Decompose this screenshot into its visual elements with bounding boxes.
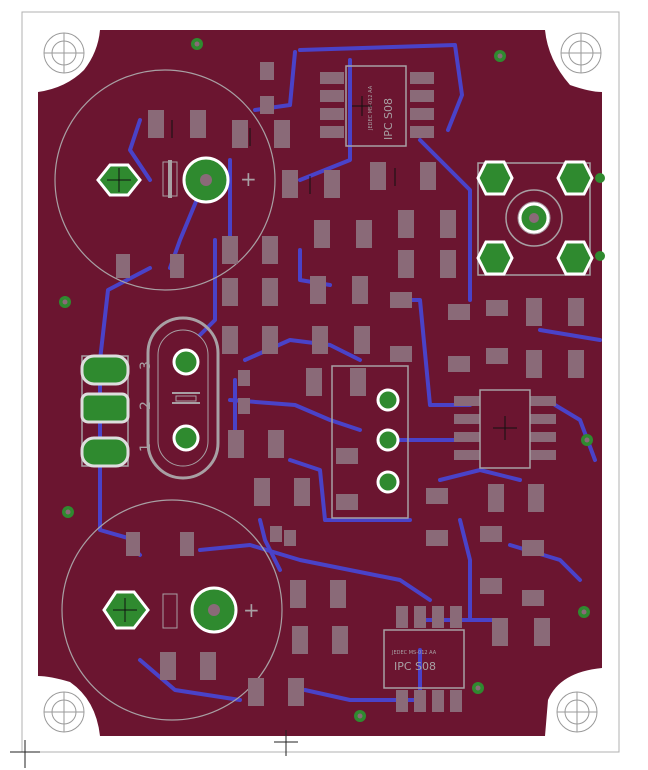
ic-top-soic8: JEDEC MS-012 AA IPC S08 xyxy=(320,65,434,147)
ic-bottom-desc: JEDEC MS-012 AA xyxy=(391,650,437,656)
ic-middle-qfn xyxy=(454,389,556,469)
ic-top-name: IPC S08 xyxy=(382,98,395,140)
crystal-oscillator xyxy=(146,316,220,480)
electrolytic-capacitor-bottom: + xyxy=(61,499,283,721)
board-outline xyxy=(21,11,620,753)
mounting-holes xyxy=(43,32,602,733)
through-hole-pads xyxy=(96,156,594,634)
via-holes xyxy=(62,41,590,719)
pin-header: 3 2 1 xyxy=(80,354,154,468)
pin-label-1: 1 xyxy=(138,443,154,452)
ic-bottom-name: IPC S08 xyxy=(394,660,436,673)
regulator-outline xyxy=(331,365,409,519)
origin-markers xyxy=(10,730,298,768)
polarity-mark-bottom: + xyxy=(243,598,260,622)
vias xyxy=(59,38,605,722)
pin-label-2: 2 xyxy=(138,401,154,410)
ic-top-desc: JEDEC MS-012 AA xyxy=(368,85,374,131)
ic-bottom-soic8: JEDEC MS-012 AA IPC S08 xyxy=(383,606,465,712)
electrolytic-capacitor-top: + xyxy=(54,69,276,291)
pin-label-3: 3 xyxy=(138,361,154,370)
pushbutton-switch xyxy=(477,162,591,276)
polarity-mark-top: + xyxy=(240,167,257,191)
smd-pads xyxy=(116,62,584,706)
pad-crosshairs xyxy=(107,96,396,622)
